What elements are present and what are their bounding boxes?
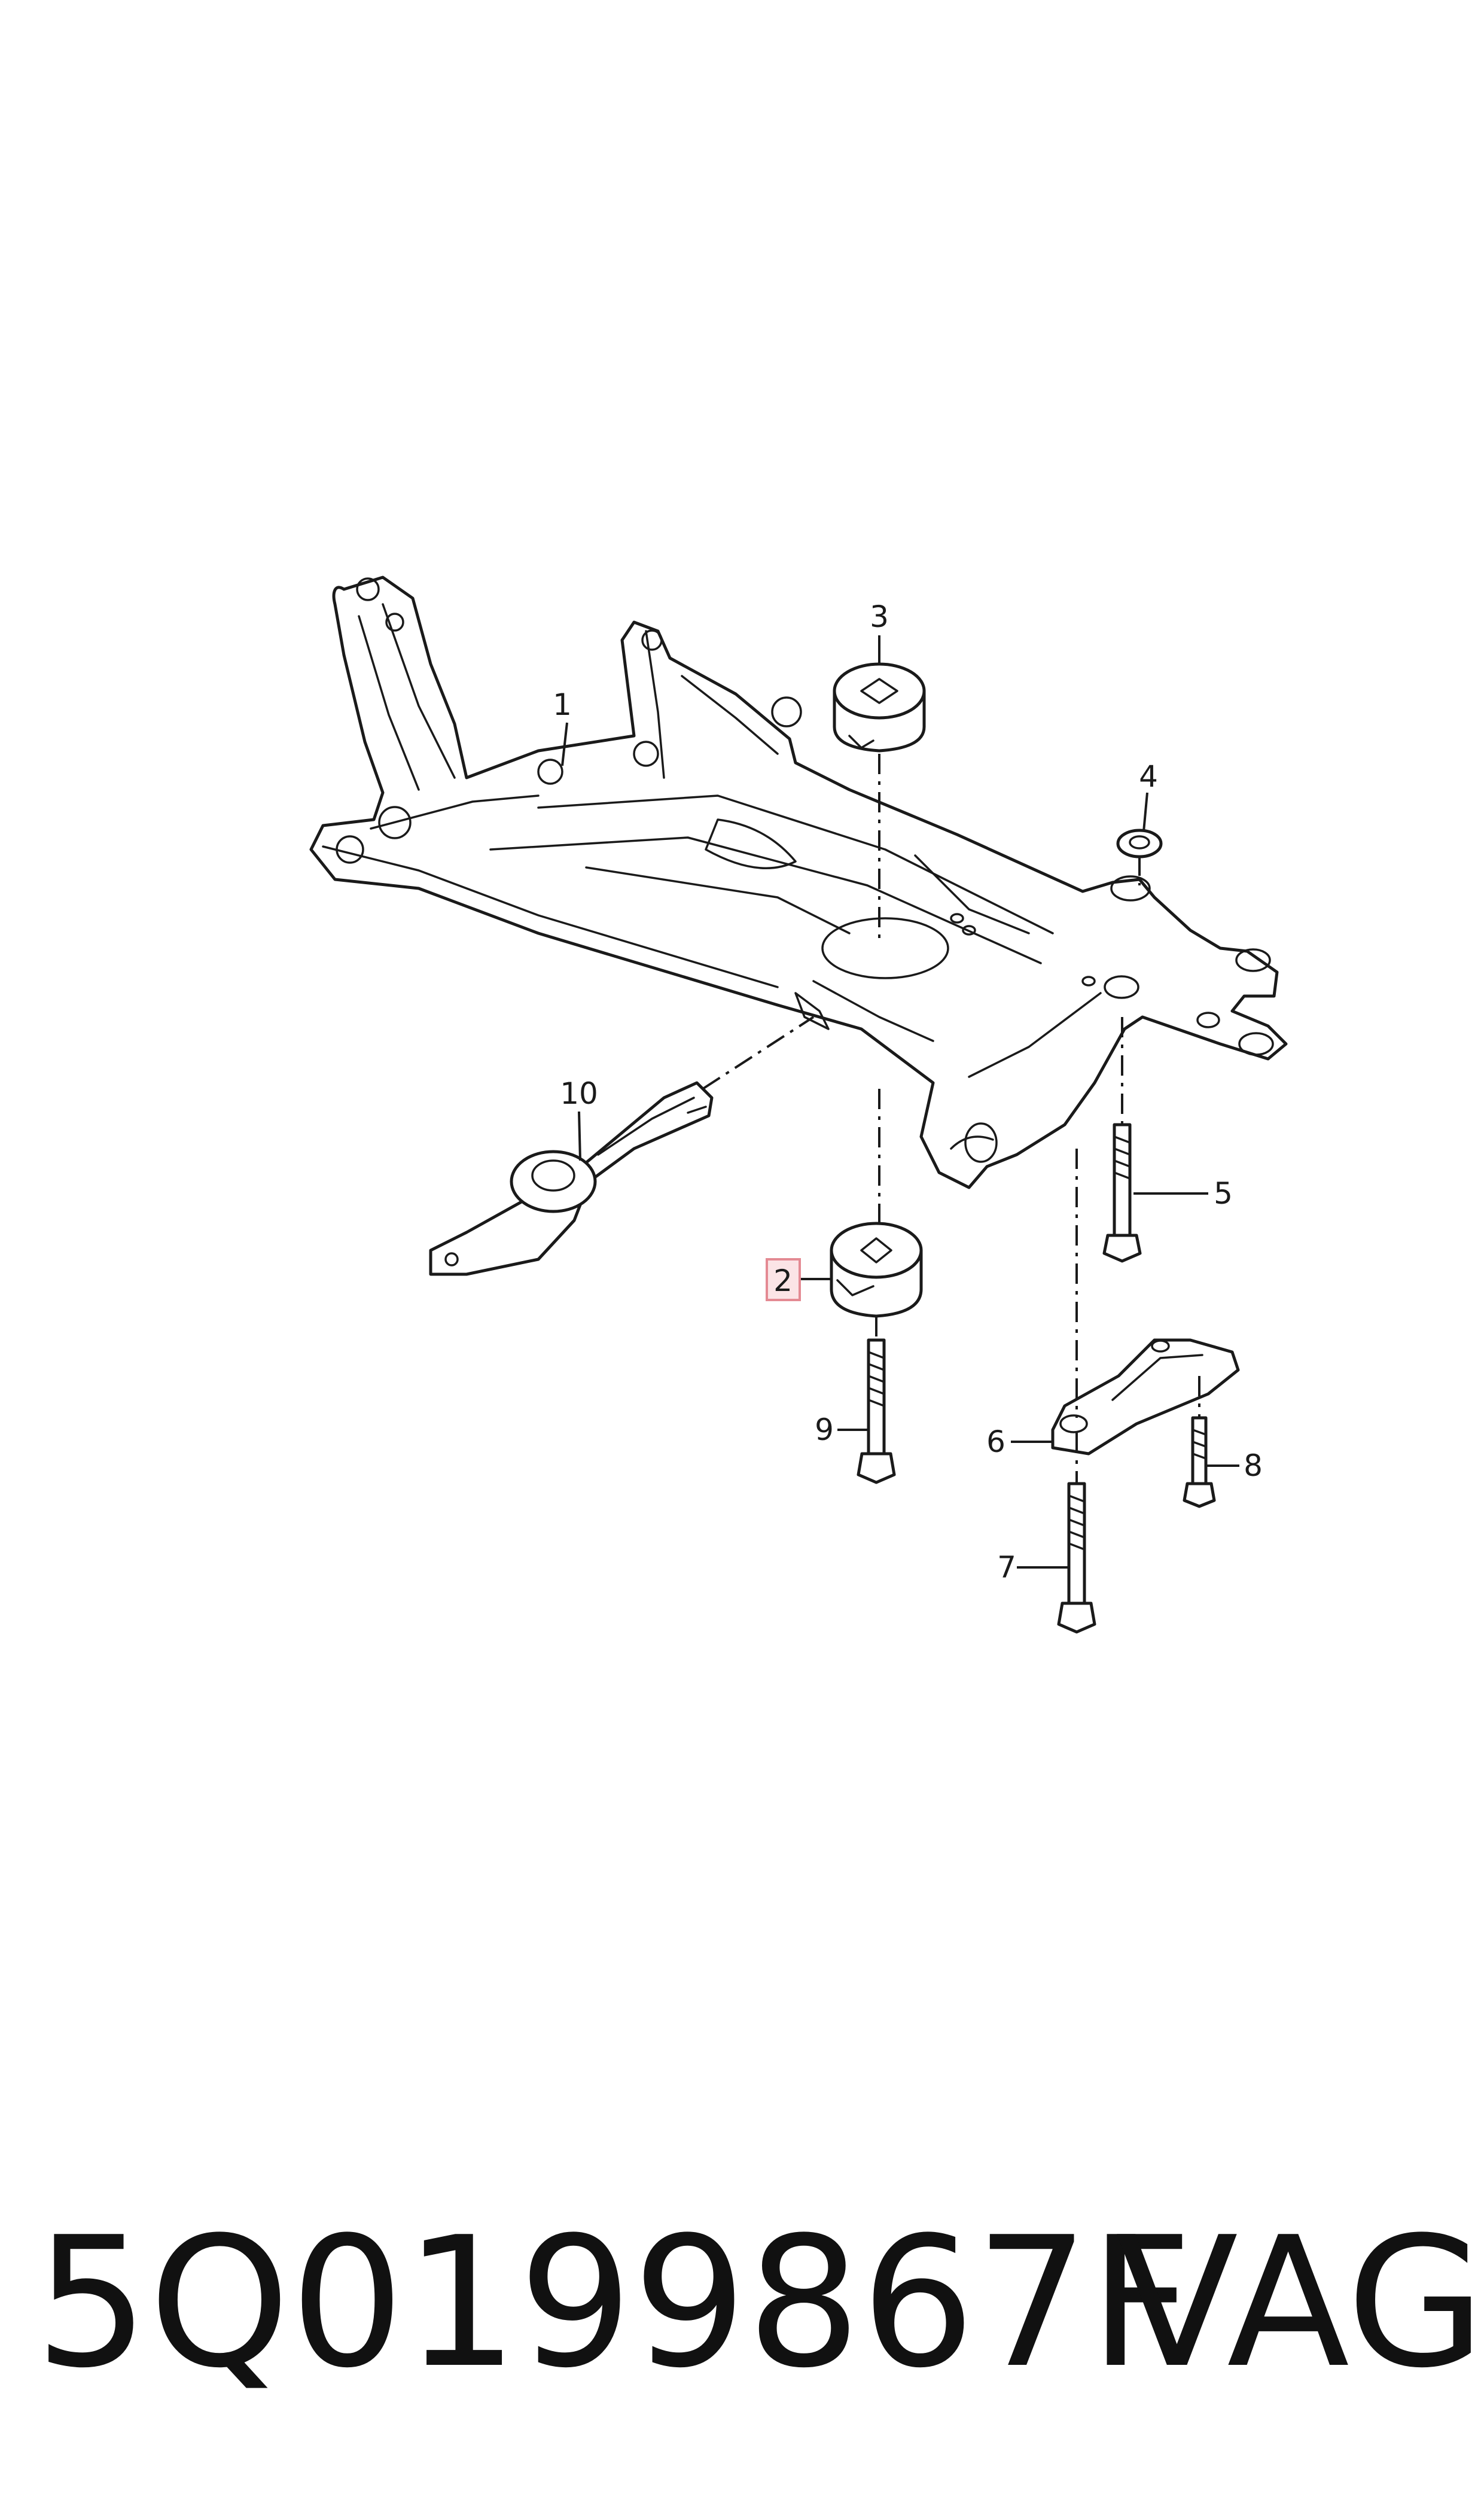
callout-8: 8 [1244,1448,1263,1483]
bolt-center [857,1338,896,1484]
washer [1116,829,1163,858]
bolt-long [1057,1482,1096,1634]
callout-labels: 1 2 3 4 5 6 7 8 9 10 [553,599,1263,1585]
bracket [1051,1338,1240,1456]
leader-lines [561,635,1239,1569]
lower-bushing [830,1222,923,1318]
bolt-small [1183,1416,1216,1508]
upper-bushing [833,662,926,753]
subframe [309,576,1288,1189]
assembly-lines [702,754,1200,1484]
callout-2-highlight [766,1258,801,1301]
bolt-right [1102,1123,1142,1263]
callout-6: 6 [986,1424,1005,1459]
callout-5: 5 [1214,1176,1233,1211]
callout-2: 2 [773,1263,793,1298]
callout-3: 3 [870,599,889,634]
callout-1: 1 [553,687,572,722]
brand-caption: VAG [1116,2199,1484,2407]
torque-support [429,1081,714,1276]
callout-7: 7 [997,1550,1016,1585]
callout-4: 4 [1139,759,1158,794]
callout-9: 9 [815,1412,834,1447]
part-number-caption: 5Q0199867F [35,2199,1193,2407]
callout-10: 10 [560,1076,598,1111]
